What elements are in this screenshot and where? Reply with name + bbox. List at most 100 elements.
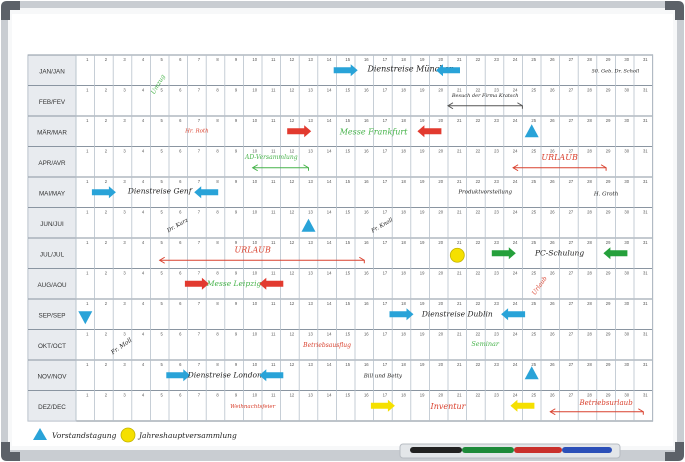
day-number: 22 bbox=[476, 393, 481, 398]
day-number: 7 bbox=[198, 271, 201, 276]
day-number: 3 bbox=[123, 88, 126, 93]
day-number: 19 bbox=[420, 240, 425, 245]
day-number: 24 bbox=[513, 271, 518, 276]
day-number: 26 bbox=[550, 118, 555, 123]
day-number: 25 bbox=[531, 362, 536, 367]
day-number: 17 bbox=[383, 362, 388, 367]
day-number: 14 bbox=[327, 149, 332, 154]
day-number: 21 bbox=[457, 362, 462, 367]
day-number: 1 bbox=[86, 240, 89, 245]
day-number: 1 bbox=[86, 57, 89, 62]
day-number: 13 bbox=[308, 332, 313, 337]
day-number: 17 bbox=[383, 393, 388, 398]
day-number: 17 bbox=[383, 210, 388, 215]
arrow-left-icon bbox=[194, 186, 219, 199]
day-number: 19 bbox=[420, 88, 425, 93]
day-number: 25 bbox=[531, 393, 536, 398]
day-number: 2 bbox=[105, 271, 108, 276]
day-number: 16 bbox=[364, 149, 369, 154]
day-number: 18 bbox=[401, 271, 406, 276]
span-urlaub-jul-head-left bbox=[158, 256, 165, 264]
marker-pen-red[interactable] bbox=[514, 447, 562, 453]
span-urlaub-apr-head-left bbox=[512, 164, 519, 172]
arrow-right-icon bbox=[333, 64, 358, 77]
day-number: 30 bbox=[624, 210, 629, 215]
day-number: 20 bbox=[438, 393, 443, 398]
day-number: 15 bbox=[345, 57, 350, 62]
arrow-right-icon bbox=[166, 369, 191, 382]
day-number: 30 bbox=[624, 393, 629, 398]
month-label: JUN/JUI bbox=[40, 221, 64, 228]
marker-pen-blue[interactable] bbox=[562, 447, 612, 453]
day-number: 12 bbox=[290, 88, 295, 93]
day-number: 6 bbox=[179, 210, 182, 215]
day-number: 31 bbox=[643, 118, 648, 123]
day-number: 5 bbox=[161, 118, 164, 123]
day-number: 22 bbox=[476, 332, 481, 337]
day-number: 6 bbox=[179, 271, 182, 276]
day-number: 16 bbox=[364, 332, 369, 337]
day-number: 24 bbox=[513, 118, 518, 123]
day-number: 29 bbox=[606, 149, 611, 154]
day-number: 10 bbox=[252, 301, 257, 306]
day-number: 21 bbox=[457, 149, 462, 154]
day-number: 23 bbox=[494, 271, 499, 276]
day-number: 27 bbox=[569, 118, 574, 123]
day-number: 2 bbox=[105, 88, 108, 93]
day-number: 18 bbox=[401, 240, 406, 245]
day-number: 9 bbox=[235, 179, 238, 184]
day-number: 3 bbox=[123, 240, 126, 245]
day-number: 8 bbox=[216, 393, 219, 398]
legend-triangle-icon bbox=[33, 428, 47, 440]
day-number: 13 bbox=[308, 301, 313, 306]
day-number: 11 bbox=[271, 240, 276, 245]
day-number: 3 bbox=[123, 301, 126, 306]
month-label-cell bbox=[27, 359, 77, 391]
day-number: 11 bbox=[271, 301, 276, 306]
day-number: 21 bbox=[457, 179, 462, 184]
day-number: 5 bbox=[161, 393, 164, 398]
arrow-right-icon bbox=[389, 308, 414, 321]
day-number: 13 bbox=[308, 179, 313, 184]
day-number: 3 bbox=[123, 393, 126, 398]
day-number: 25 bbox=[531, 301, 536, 306]
month-label: AUG/AOU bbox=[37, 282, 66, 289]
arrow-right-icon bbox=[91, 186, 116, 199]
day-number: 31 bbox=[643, 88, 648, 93]
day-number: 1 bbox=[86, 393, 89, 398]
day-number: 28 bbox=[587, 301, 592, 306]
day-number: 11 bbox=[271, 393, 276, 398]
marker-pen-green[interactable] bbox=[462, 447, 514, 453]
day-number: 31 bbox=[643, 179, 648, 184]
day-number: 31 bbox=[643, 393, 648, 398]
day-number: 20 bbox=[438, 271, 443, 276]
note-geburtstag: 50. Geb. Dr. Scholl bbox=[592, 68, 640, 74]
day-number: 10 bbox=[252, 118, 257, 123]
day-number: 23 bbox=[494, 362, 499, 367]
day-number: 18 bbox=[401, 301, 406, 306]
month-label-cell bbox=[27, 237, 77, 269]
day-number: 12 bbox=[290, 149, 295, 154]
note-betriebsurlaub: Betriebsurlaub bbox=[579, 399, 634, 407]
day-number: 24 bbox=[513, 88, 518, 93]
day-number: 1 bbox=[86, 118, 89, 123]
day-number: 20 bbox=[438, 88, 443, 93]
day-number: 13 bbox=[308, 271, 313, 276]
legend-circle-icon bbox=[120, 427, 136, 443]
day-number: 2 bbox=[105, 301, 108, 306]
day-number: 2 bbox=[105, 149, 108, 154]
marker-pen-black[interactable] bbox=[410, 447, 462, 453]
day-number: 23 bbox=[494, 393, 499, 398]
day-number: 24 bbox=[513, 240, 518, 245]
day-number: 15 bbox=[345, 210, 350, 215]
day-number: 13 bbox=[308, 393, 313, 398]
day-number: 5 bbox=[161, 332, 164, 337]
day-number: 12 bbox=[290, 57, 295, 62]
month-label: NOV/NOV bbox=[37, 373, 67, 380]
span-ad-versammlung-head-left bbox=[251, 164, 258, 172]
month-label: DEZ/DEC bbox=[38, 404, 66, 411]
day-number: 12 bbox=[290, 118, 295, 123]
note-urlaub-apr: URLAUB bbox=[541, 153, 578, 162]
day-number: 28 bbox=[587, 240, 592, 245]
